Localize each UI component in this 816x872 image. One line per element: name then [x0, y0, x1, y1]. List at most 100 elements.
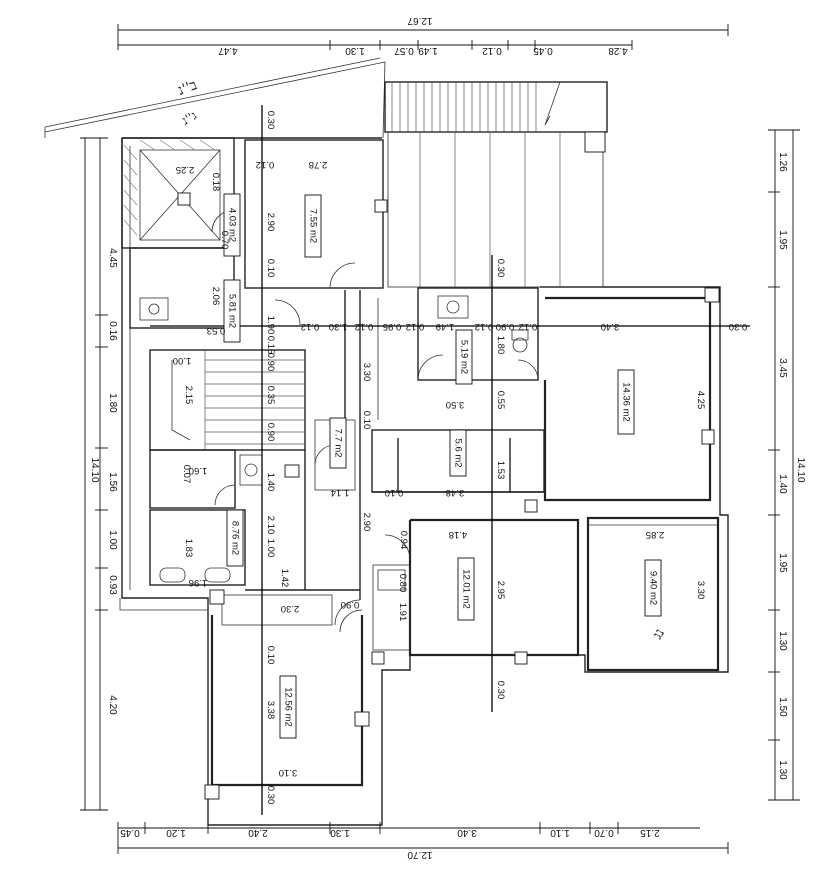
inner-dim: 0.90: [265, 353, 276, 372]
inner-dim: 3.48: [446, 487, 465, 498]
inner-dim: 1.60: [189, 465, 208, 476]
inner-dim: 2.30: [281, 603, 300, 614]
inner-dim: 0.94: [398, 531, 409, 550]
inner-dim: 0.12: [519, 321, 538, 332]
inner-dim: 1.30: [329, 321, 348, 332]
inner-dim: 0.35: [265, 386, 276, 405]
area-label-7: 5.6 m2: [452, 438, 463, 467]
left-dimension-chain: 4.45 0.16 1.80 1.56 1.00 0.93 4.20 14.10: [80, 137, 118, 811]
area-label-4: 5.19 m2: [458, 340, 469, 374]
inner-dim: 0.80: [397, 574, 408, 593]
inner-dim: 0.12: [301, 321, 320, 332]
inner-dim: 0.12: [406, 321, 425, 332]
top-dim-2: 1.30: [345, 45, 365, 56]
inner-dim: 3.10: [279, 767, 298, 778]
inner-dim: 1.80: [495, 336, 506, 355]
right-dim-4: 1.40: [777, 474, 788, 494]
room-top-left-dim: 2.25: [176, 164, 195, 175]
bottom-dim-1: 0.45: [120, 827, 140, 838]
inner-dim: 2.15: [183, 386, 194, 405]
inner-dim: 2.10: [265, 516, 276, 535]
area-label-2: 7.55 m2: [307, 209, 318, 243]
inner-dim: 0.90: [496, 321, 515, 332]
inner-dim: 0.10: [265, 259, 276, 278]
left-dim-1: 4.45: [107, 248, 118, 268]
inner-dim: 0.30: [495, 681, 506, 700]
bottom-dim-2: 1.20: [166, 827, 186, 838]
inner-dim: 0.10: [361, 411, 372, 430]
inner-dim: 3.50: [446, 399, 465, 410]
right-total-dim: 14.10: [795, 457, 806, 482]
left-dim-4: 1.56: [107, 472, 118, 492]
handwritten-note: ב''נ: [176, 77, 200, 99]
inner-dim: 0.07: [181, 465, 192, 484]
left-dim-6: 0.93: [107, 575, 118, 595]
room-12-56: [204, 589, 370, 800]
exterior-staircase: [384, 81, 608, 288]
top-total-dim: 12.67: [407, 15, 432, 26]
inner-dim: 4.25: [695, 391, 706, 410]
bottom-total-dim: 12.70: [407, 849, 432, 860]
inner-dim: 2.95: [495, 581, 506, 600]
inner-dim: 1.49: [436, 321, 455, 332]
right-dim-1: 1.26: [777, 152, 788, 172]
inner-dim: 1.53: [495, 461, 506, 480]
area-label-5: 14.36 m2: [620, 382, 631, 422]
inner-dim: 1.90: [265, 316, 276, 335]
inner-dimensions: 0.30 0.12 2.78 0.18 0.70 2.90 0.10 2.06 …: [173, 111, 748, 805]
inner-dim: 0.30: [265, 786, 276, 805]
inner-dim: 1.83: [183, 539, 194, 558]
handwritten-notes: ב''נ ג''נ נג: [176, 77, 668, 642]
area-label-10: 9.40 m2: [647, 571, 658, 605]
inner-dim: 2.78: [309, 159, 328, 170]
left-dim-3: 1.80: [107, 393, 118, 413]
top-dim-1: 4.47: [218, 45, 238, 56]
corridor-walls: [245, 290, 379, 626]
inner-dim: 0.12: [475, 321, 494, 332]
handwritten-note: נג: [650, 626, 668, 642]
inner-dim: 2.90: [361, 513, 372, 532]
right-dim-3: 3.45: [777, 358, 788, 378]
inner-dim: 1.00: [265, 539, 276, 558]
inner-dim: 1.42: [279, 569, 290, 588]
right-dim-2: 1.95: [777, 230, 788, 250]
bottom-dim-8: 2.15: [640, 827, 660, 838]
inner-dim: 3.30: [361, 363, 372, 382]
top-dim-6: 0.45: [533, 45, 553, 56]
area-label-8: 8.76 m2: [229, 521, 240, 555]
room-7-55: [244, 139, 388, 289]
right-dim-7: 1.50: [777, 697, 788, 717]
inner-dim: 2.90: [265, 213, 276, 232]
top-dim-5: 0.12: [482, 45, 502, 56]
room-top-left: [121, 137, 235, 249]
inner-dim: 3.30: [695, 581, 706, 600]
area-label-3: 5.81 m2: [226, 294, 237, 328]
inner-dim: 1.00: [173, 355, 192, 366]
inner-dim: 1.40: [265, 473, 276, 492]
top-dim-4: 1.49: [418, 45, 438, 56]
inner-dim: 3.38: [265, 701, 276, 720]
right-dim-5: 1.95: [777, 553, 788, 573]
room-14-36: [524, 287, 720, 513]
left-total-dim: 14.10: [89, 457, 100, 482]
area-label-9: 12.01 m2: [460, 569, 471, 609]
bottom-dim-5: 3.40: [457, 827, 477, 838]
bottom-dim-4: 1.30: [330, 827, 350, 838]
inner-dim: 1.91: [397, 603, 408, 622]
room-9-40: [586, 516, 720, 672]
room-5-19: [417, 287, 539, 381]
top-dim-3: 0.57: [394, 45, 414, 56]
inner-dim: 2.06: [210, 287, 221, 306]
area-label-11: 12.56 m2: [282, 687, 293, 727]
inner-dim: 0.55: [495, 391, 506, 410]
inner-dim: 0.70: [219, 231, 230, 250]
inner-dim: 0.12: [355, 321, 374, 332]
top-dim-7: 4.28: [608, 45, 628, 56]
inner-dim: 3.40: [601, 321, 620, 332]
area-label-6: 7.7 m2: [332, 428, 343, 457]
bottom-dim-7: 0.70: [594, 827, 614, 838]
inner-dim: 4.18: [449, 529, 468, 540]
top-dimension-chain: 12.67 4.47 1.30 0.57 1.49 0.12 0.45 4.28: [117, 15, 729, 56]
inner-dim: 0.10: [385, 487, 404, 498]
